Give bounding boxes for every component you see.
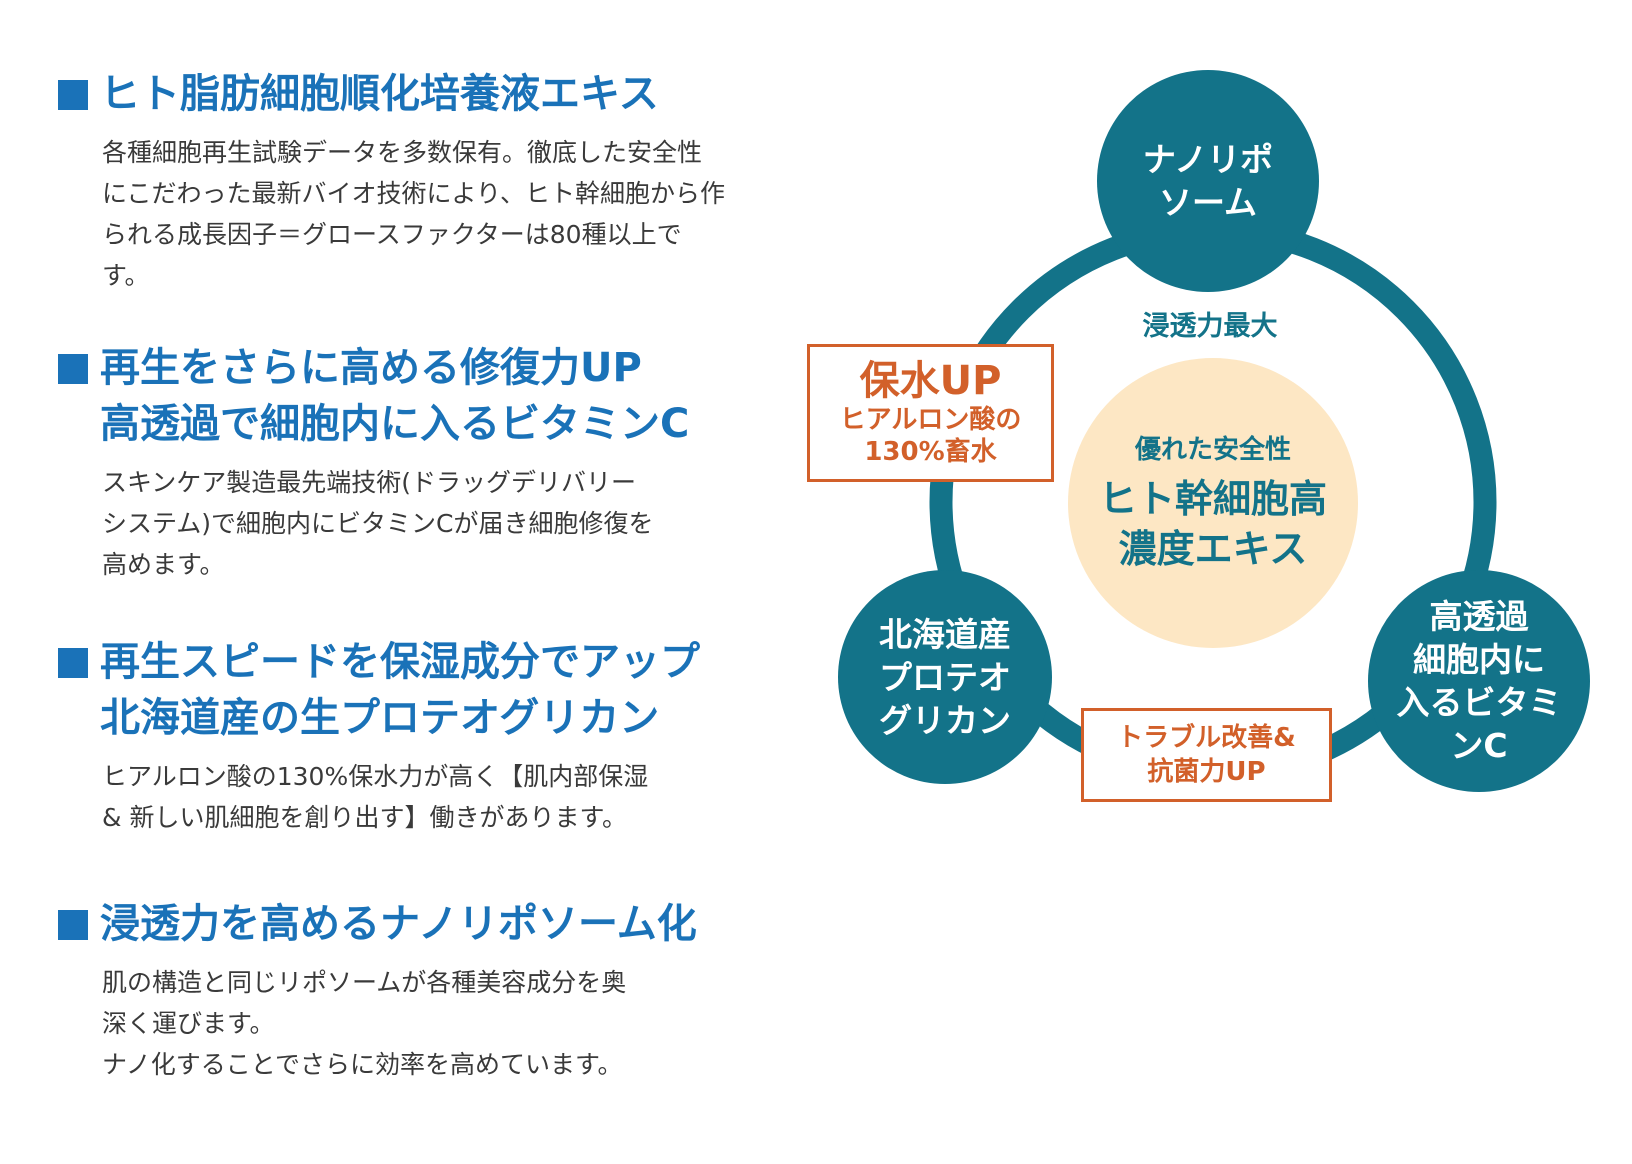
node-nanoliposome: ナノリポ ソーム — [1097, 70, 1319, 292]
feature-description-1: 各種細胞再生試験データを多数保有。徹底した安全性 にこだわった最新バイオ技術によ… — [102, 138, 726, 290]
feature-section-1: ヒト脂肪細胞順化培養液エキス 各種細胞再生試験データを多数保有。徹底した安全性 … — [58, 66, 725, 296]
feature-section-4: 浸透力を高めるナノリポソーム化 肌の構造と同じリポソームが各種美容成分を奥 深く… — [58, 896, 697, 1085]
trouble-improvement-box: トラブル改善& 抗菌力UP — [1081, 708, 1332, 802]
center-core-circle: 優れた安全性 ヒト幹細胞高 濃度エキス — [1068, 358, 1358, 648]
square-bullet-icon — [58, 354, 88, 384]
feature-heading-3: 再生スピードを保湿成分でアップ 北海道産の生プロテオグリカン — [58, 634, 700, 746]
feature-section-2: 再生をさらに高める修復力UP 高透過で細胞内に入るビタミンC スキンケア製造最先… — [58, 340, 689, 585]
node-proteoglycan: 北海道産 プロテオ グリカン — [838, 570, 1052, 784]
feature-heading-1: ヒト脂肪細胞順化培養液エキス — [58, 66, 725, 122]
feature-heading-4: 浸透力を高めるナノリポソーム化 — [58, 896, 697, 952]
penetration-label: 浸透力最大 — [1142, 311, 1278, 342]
feature-description-4: 肌の構造と同じリポソームが各種美容成分を奥 深く運びます。 ナノ化することでさら… — [102, 968, 627, 1079]
feature-section-3: 再生スピードを保湿成分でアップ 北海道産の生プロテオグリカン ヒアルロン酸の13… — [58, 634, 700, 838]
square-bullet-icon — [58, 648, 88, 678]
square-bullet-icon — [58, 910, 88, 940]
feature-description-2: スキンケア製造最先端技術(ドラッグデリバリー システム)で細胞内にビタミンCが届… — [102, 468, 654, 579]
square-bullet-icon — [58, 80, 88, 110]
feature-heading-2: 再生をさらに高める修復力UP 高透過で細胞内に入るビタミンC — [58, 340, 689, 452]
node-vitamin-c: 高透過 細胞内に 入るビタミ ンC — [1368, 570, 1590, 792]
feature-description-3: ヒアルロン酸の130%保水力が高く【肌内部保湿 & 新しい肌細胞を創り出す】働き… — [102, 762, 649, 832]
moisture-up-box: 保水UP ヒアルロン酸の 130%畜水 — [807, 344, 1054, 482]
